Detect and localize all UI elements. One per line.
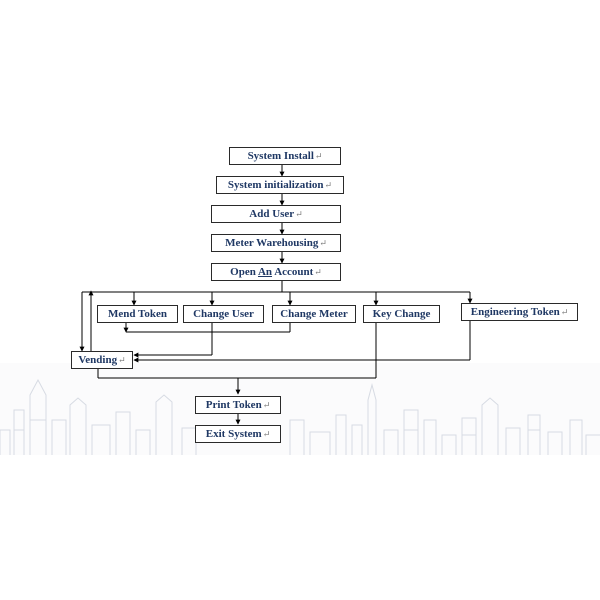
exit-system-label: Exit System <box>205 428 262 440</box>
return-mark-icon: ↵ <box>262 429 271 439</box>
add-user-label: Add User <box>249 208 295 220</box>
return-mark-icon: ↵ <box>560 307 569 317</box>
change-user-label: Change User <box>193 308 254 320</box>
engineering-token-box: Engineering Token↵ <box>461 303 578 321</box>
exit-system-box: Exit System↵ <box>195 425 281 443</box>
mend-token-box: Mend Token <box>97 305 178 323</box>
return-mark-icon: ↵ <box>262 400 271 410</box>
meter-warehousing-label: Meter Warehousing <box>225 237 319 249</box>
system-install-box: System Install↵ <box>229 147 341 165</box>
mend-token-label: Mend Token <box>108 308 167 320</box>
meter-warehousing-box: Meter Warehousing↵ <box>211 234 341 252</box>
return-mark-icon: ↵ <box>314 267 322 277</box>
system-install-label: System Install <box>247 150 314 162</box>
open-account-underlined: An <box>257 266 273 278</box>
open-account-prefix: Open <box>230 266 258 278</box>
vending-box: Vending↵ <box>71 351 133 369</box>
engineering-token-label: Engineering Token <box>470 306 560 318</box>
change-meter-box: Change Meter <box>272 305 356 323</box>
return-mark-icon: ↵ <box>295 209 303 219</box>
system-initialization-box: System initialization↵ <box>216 176 344 194</box>
open-account-suffix: Account <box>272 266 314 278</box>
key-change-label: Key Change <box>372 308 431 320</box>
vending-label: Vending <box>78 354 118 366</box>
change-meter-label: Change Meter <box>280 308 348 320</box>
print-token-box: Print Token↵ <box>195 396 281 414</box>
open-account-label: Open An Account <box>230 264 313 280</box>
system-initialization-label: System initialization <box>227 179 324 191</box>
return-mark-icon: ↵ <box>118 355 126 365</box>
add-user-box: Add User↵ <box>211 205 341 223</box>
return-mark-icon: ↵ <box>314 151 323 161</box>
key-change-box: Key Change <box>363 305 440 323</box>
return-mark-icon: ↵ <box>319 238 327 248</box>
print-token-label: Print Token <box>205 399 262 411</box>
return-mark-icon: ↵ <box>324 180 333 190</box>
change-user-box: Change User <box>183 305 264 323</box>
open-account-box: Open An Account↵ <box>211 263 341 281</box>
